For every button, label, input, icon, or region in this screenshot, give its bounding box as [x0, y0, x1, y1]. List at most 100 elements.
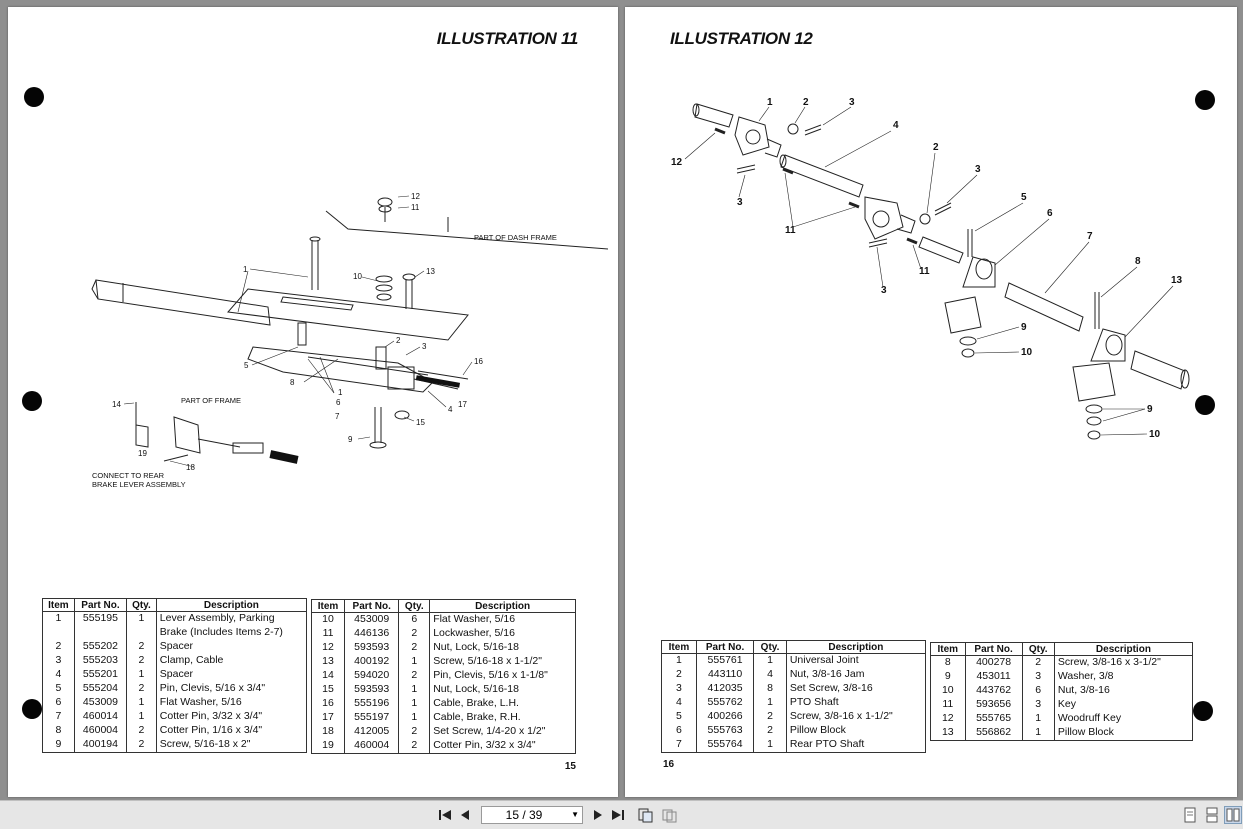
two-page-icon[interactable] [1224, 806, 1242, 824]
cell-qty: 1 [753, 738, 787, 753]
column-header-item: Item [930, 642, 966, 656]
cell-qty: 2 [398, 739, 431, 754]
cell-item: 5 [42, 682, 75, 696]
callout-12: 12 [671, 157, 683, 168]
callout-13: 13 [1171, 275, 1183, 286]
callout-15: 15 [416, 418, 425, 427]
cell-item: 16 [310, 697, 346, 711]
cell-part-no: 453011 [964, 670, 1023, 684]
cell-part-no: 460014 [73, 710, 128, 724]
cell-description: Lockwasher, 5/16 [429, 627, 576, 641]
cell-item: 9 [42, 738, 75, 753]
callout-18: 18 [186, 463, 195, 472]
page-indicator-select[interactable]: 15 / 39 ▼ [481, 806, 583, 824]
callout-12: 12 [411, 192, 420, 201]
cell-qty: 6 [1021, 684, 1055, 698]
callout-1b: 1 [338, 388, 343, 397]
cell-description: Cotter Pin, 3/32 x 3/4" [155, 710, 308, 724]
callout-11: 11 [411, 203, 420, 212]
cell-item: 1 [42, 611, 75, 626]
next-page-icon[interactable] [589, 806, 607, 824]
cell-part-no: 443762 [964, 684, 1023, 698]
first-page-icon[interactable] [436, 806, 454, 824]
cell-description: PTO Shaft [785, 696, 927, 710]
callout-3: 3 [422, 342, 427, 351]
callout-11: 11 [785, 225, 796, 236]
table-row: Brake (Includes Items 2-7) [42, 626, 308, 640]
cell-qty: 2 [126, 682, 157, 696]
cell-description: Pillow Block [785, 724, 927, 738]
viewer-toolbar: 15 / 39 ▼ [0, 800, 1243, 829]
callout-8: 8 [1135, 256, 1141, 267]
cell-qty: 2 [126, 724, 157, 738]
fit-width-icon[interactable] [660, 806, 678, 824]
page-number: 15 [564, 761, 576, 772]
cell-part-no: 555197 [344, 711, 400, 725]
connect-label-line2: BRAKE LEVER ASSEMBLY [92, 480, 186, 489]
cell-qty: 2 [126, 640, 157, 654]
callout-6: 6 [1047, 208, 1053, 219]
fit-page-icon[interactable] [636, 806, 654, 824]
cell-part-no: 400266 [695, 710, 755, 724]
part-of-frame-label: PART OF FRAME [181, 396, 241, 405]
cell-item: 12 [310, 641, 346, 655]
cell-part-no: 446136 [344, 627, 400, 641]
document-viewport[interactable]: ILLUSTRATION 11 [0, 0, 1243, 800]
continuous-page-icon[interactable] [1203, 806, 1221, 824]
cell-description: Nut, Lock, 5/16-18 [429, 641, 576, 655]
prev-page-icon[interactable] [456, 806, 474, 824]
illustration-title: ILLUSTRATION 12 [670, 29, 813, 48]
last-page-icon[interactable] [609, 806, 627, 824]
column-header-item: Item [661, 640, 697, 654]
column-header-item: Item [42, 598, 75, 612]
column-header-part-no: Part No. [344, 599, 400, 613]
callout-9b: 9 [1147, 404, 1153, 415]
callout-13: 13 [426, 267, 435, 276]
cell-part-no: 594020 [344, 669, 400, 683]
cell-description: Woodruff Key [1053, 712, 1194, 726]
callout-9: 9 [1021, 322, 1027, 333]
cell-description: Set Screw, 3/8-16 [785, 682, 927, 696]
page-indicator-value: 15 / 39 [505, 808, 543, 822]
single-page-icon[interactable] [1181, 806, 1199, 824]
cell-part-no: 555203 [73, 654, 128, 668]
cell-qty: 1 [126, 710, 157, 724]
pto-shaft-diagram: 1 2 3 4 12 3 2 3 11 5 6 3 11 7 8 13 9 10… [671, 97, 1190, 440]
cell-qty: 1 [126, 668, 157, 682]
cell-qty: 1 [398, 683, 431, 697]
binder-hole [22, 699, 42, 719]
cell-qty: 1 [398, 711, 431, 725]
callout-3d: 3 [881, 285, 887, 296]
cell-part-no: 555762 [695, 696, 755, 710]
binder-hole [1195, 90, 1215, 110]
page-number: 16 [663, 759, 675, 770]
cell-qty: 2 [126, 738, 157, 753]
column-header-description: Description [785, 640, 927, 654]
callout-1: 1 [767, 97, 773, 108]
cell-qty: 8 [753, 682, 787, 696]
column-header-description: Description [1053, 642, 1194, 656]
part-of-dash-frame-label: PART OF DASH FRAME [474, 233, 557, 242]
cell-description: Pillow Block [1053, 726, 1194, 741]
cell-qty: 4 [753, 668, 787, 682]
cell-item: 13 [930, 726, 966, 741]
cell-description: Spacer [155, 640, 308, 654]
cell-item: 4 [42, 668, 75, 682]
cell-item: 7 [42, 710, 75, 724]
callout-19: 19 [138, 449, 147, 458]
callout-5: 5 [244, 361, 249, 370]
cell-qty: 1 [126, 696, 157, 710]
cell-qty: 1 [1021, 726, 1055, 741]
